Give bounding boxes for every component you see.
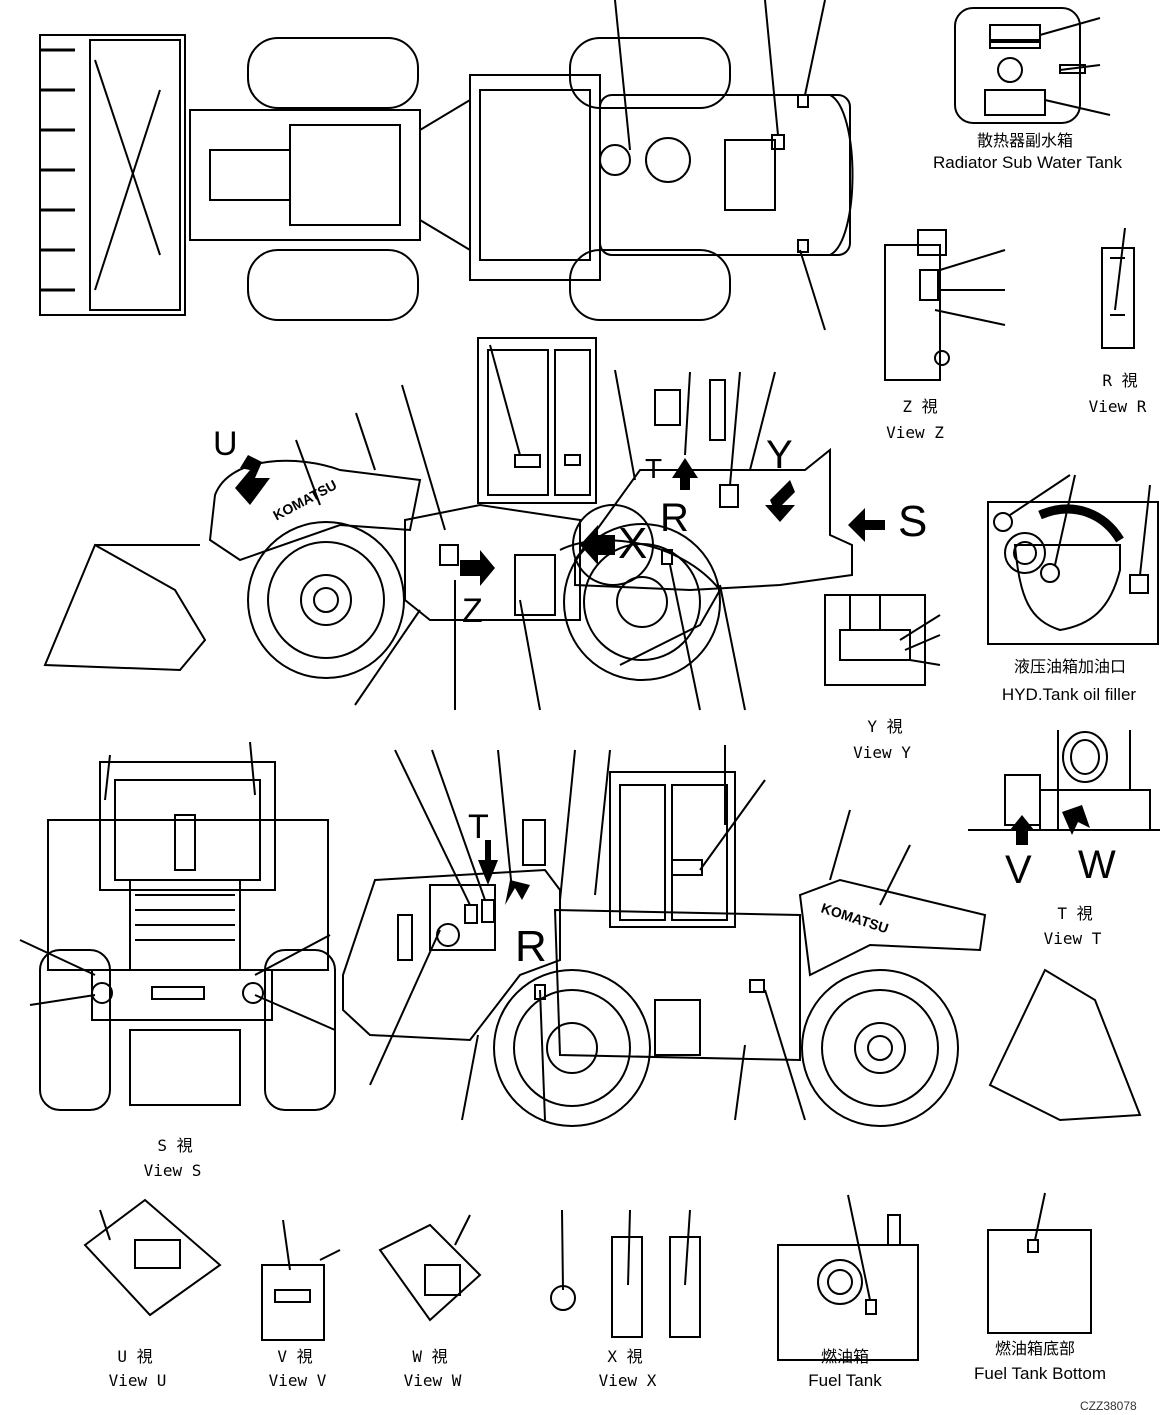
fuel-tank-title-en: Fuel Tank: [808, 1371, 882, 1390]
view-v-detail: [261, 1219, 341, 1341]
view-y-detail: [824, 594, 941, 686]
left-side-view-loader: [43, 337, 853, 711]
view-r-detail: [1101, 227, 1135, 349]
hyd-tank-title-cn: 液压油箱加油口: [1013, 657, 1126, 676]
view-t-detail: [968, 730, 1160, 831]
fuel-tank-detail: [777, 1194, 919, 1361]
view-letter-t-top: T: [645, 453, 663, 484]
fuel-tank-bottom-title-cn: 燃油箱底部: [994, 1339, 1075, 1358]
drawing-code: CZZ38078: [1080, 1399, 1137, 1413]
hyd-tank-title-en: HYD.Tank oil filler: [1001, 685, 1137, 704]
view-r-title-en: View R: [1088, 397, 1147, 416]
top-view-loader: [39, 0, 854, 331]
fuel-tank-bottom-detail: [987, 1192, 1092, 1334]
view-v-title-cn: V 視: [277, 1347, 313, 1366]
view-z-title-en: View Z: [886, 423, 944, 442]
view-w-title-en: View W: [403, 1371, 462, 1390]
view-t-title-en: View T: [1043, 929, 1102, 948]
view-w-detail: [378, 1214, 482, 1322]
view-letter-s: S: [898, 497, 928, 546]
view-x-title-cn: X 視: [607, 1347, 643, 1366]
radiator-sub-tank-detail: [954, 7, 1111, 124]
radiator-sub-tank-title-cn: 散热器副水箱: [976, 131, 1073, 150]
view-letter-r-top: R: [660, 496, 689, 540]
fuel-tank-title-cn: 燃油箱: [820, 1347, 869, 1366]
view-letter-v: V: [1005, 848, 1032, 892]
view-u-title-en: View U: [108, 1371, 167, 1390]
radiator-sub-tank-title-en: Radiator Sub Water Tank: [933, 153, 1122, 172]
fuel-tank-bottom-title-en: Fuel Tank Bottom: [974, 1364, 1106, 1383]
right-side-view-loader: [342, 745, 1142, 1127]
view-letter-t-lower: T: [468, 808, 489, 846]
view-y-title-en: View Y: [853, 743, 911, 762]
hyd-tank-filler-detail: [987, 474, 1159, 645]
view-x-title-en: View X: [598, 1371, 657, 1390]
view-letter-y: Y: [766, 433, 793, 477]
view-arrows: [235, 455, 1090, 905]
view-u-detail: [83, 1198, 222, 1317]
view-u-title-cn: U 視: [117, 1347, 153, 1366]
view-s-title-cn: S 視: [157, 1136, 193, 1155]
view-letter-x: X: [618, 519, 648, 568]
view-letter-w: W: [1078, 843, 1116, 887]
view-y-title-cn: Y 視: [867, 717, 903, 736]
view-s-title-en: View S: [143, 1161, 202, 1180]
rear-view-loader: [19, 741, 336, 1111]
view-z-title-cn: Z 視: [902, 397, 938, 416]
view-letter-u: U: [213, 425, 238, 463]
view-v-title-en: View V: [268, 1371, 327, 1390]
view-r-title-cn: R 視: [1102, 371, 1138, 390]
view-z-detail: [884, 229, 1006, 381]
view-t-title-cn: T 視: [1057, 904, 1093, 923]
view-w-title-cn: W 視: [412, 1347, 448, 1366]
view-letter-r-lower: R: [515, 922, 547, 971]
view-letter-z: Z: [462, 592, 483, 630]
view-x-detail: [550, 1209, 701, 1338]
